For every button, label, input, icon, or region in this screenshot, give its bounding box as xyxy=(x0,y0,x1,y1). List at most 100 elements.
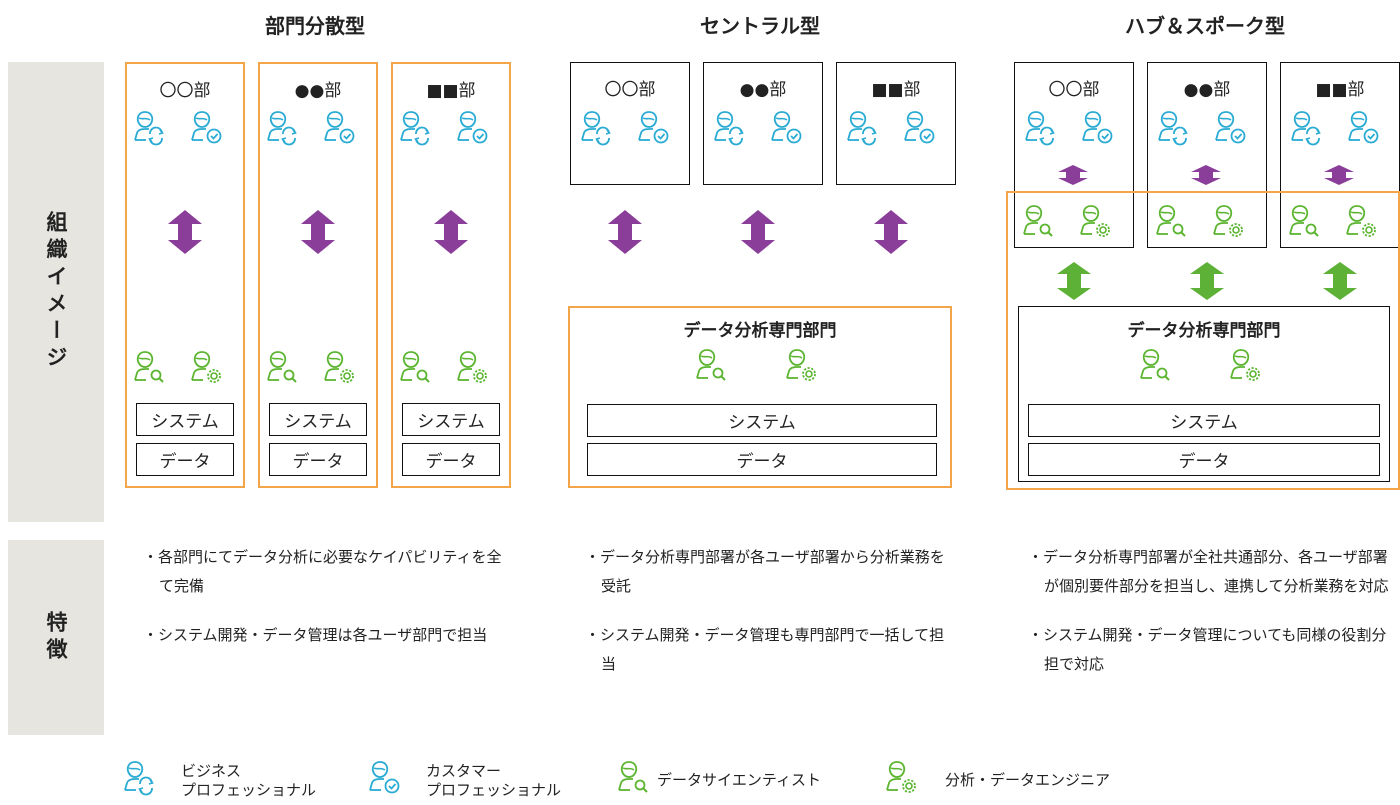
double-arrow-icon xyxy=(741,210,775,254)
data-engineer-icon xyxy=(1080,205,1110,237)
data-box: データ xyxy=(269,443,367,476)
feature-item: ・データ分析専門部署が全社共通部分、各ユーザ部署が個別要件部分を担当し、連携して… xyxy=(1028,548,1389,595)
green-double-arrow-icon xyxy=(1323,262,1357,300)
features-col-2: ・データ分析専門部署が各ユーザ部署から分析業務を受託 ・システム開発・データ管理… xyxy=(585,543,950,699)
system-box: システム xyxy=(136,403,234,436)
feature-item: ・各部門にてデータ分析に必要なケイパビリティを全て完備 xyxy=(143,548,502,595)
green-double-arrow-icon xyxy=(1057,262,1091,300)
analytics-dept-box xyxy=(568,306,952,488)
data-scientist-icon xyxy=(696,349,726,381)
data-scientist-icon xyxy=(1140,349,1170,381)
dept-box-3: ■■部 xyxy=(391,62,511,488)
dept-name: 〇〇部 xyxy=(1048,80,1100,100)
customer-pro-icon xyxy=(191,111,222,144)
dept-box-3: ■■部 xyxy=(836,62,956,185)
hub-outline xyxy=(1006,191,1400,490)
double-arrow-icon xyxy=(301,210,335,254)
data-engineer-icon xyxy=(1346,205,1376,237)
business-pro-icon xyxy=(1291,111,1321,146)
data-scientist-icon xyxy=(267,351,297,383)
data-engineer-icon xyxy=(786,349,816,381)
system-box: システム xyxy=(1028,404,1380,437)
side-label-features: 特徴 xyxy=(8,540,104,735)
dept-box-1: 〇〇部 xyxy=(125,62,245,488)
dept-name: ●●部 xyxy=(1183,80,1231,100)
dept-name: ■■部 xyxy=(426,81,476,101)
data-engineer-icon xyxy=(324,351,354,383)
customer-pro-icon xyxy=(457,111,488,144)
business-pro-icon xyxy=(1158,111,1188,146)
data-engineer-icon xyxy=(1230,349,1260,381)
dept-name: ●●部 xyxy=(739,80,787,100)
data-box: データ xyxy=(587,443,937,476)
data-box: データ xyxy=(402,443,500,476)
data-scientist-icon xyxy=(1156,205,1186,237)
business-pro-icon xyxy=(714,111,744,146)
dept-box-3: ■■部 xyxy=(1280,62,1400,248)
legend-data-scientist: データサイエンティスト xyxy=(617,758,821,803)
business-pro-icon xyxy=(400,111,430,146)
double-arrow-icon xyxy=(874,210,908,254)
double-arrow-icon xyxy=(168,210,202,254)
feature-item: ・システム開発・データ管理についても同様の役割分担で対応 xyxy=(1028,626,1387,673)
data-scientist-icon xyxy=(1289,205,1319,237)
legend-label: データサイエンティスト xyxy=(657,771,821,789)
system-box: システム xyxy=(402,403,500,436)
data-engineer-icon xyxy=(457,351,487,383)
dept-box-2: ●●部 xyxy=(1147,62,1267,248)
legend-label: 分析・データエンジニア xyxy=(945,771,1111,789)
customer-pro-icon xyxy=(771,111,802,144)
customer-pro-icon xyxy=(638,111,669,144)
legend-label: カスタマー xyxy=(426,761,502,780)
features-col-1: ・各部門にてデータ分析に必要なケイパビリティを全て完備 ・システム開発・データ管… xyxy=(143,543,508,670)
double-arrow-icon xyxy=(434,210,468,254)
customer-pro-icon xyxy=(1082,111,1113,144)
column-title-central: セントラル型 xyxy=(700,14,820,38)
dept-name: 〇〇部 xyxy=(159,81,211,101)
feature-item: ・システム開発・データ管理も専門部門で一括して担当 xyxy=(585,626,945,673)
business-pro-icon xyxy=(124,761,154,796)
customer-pro-icon xyxy=(1215,111,1246,144)
business-pro-icon xyxy=(134,111,164,146)
dept-name: ●●部 xyxy=(294,81,342,101)
small-double-arrow-icon xyxy=(1191,165,1221,185)
side-label-org-image: 組織イメージ xyxy=(8,62,104,522)
feature-item: ・データ分析専門部署が各ユーザ部署から分析業務を受託 xyxy=(585,548,945,595)
feature-item: ・システム開発・データ管理は各ユーザ部門で担当 xyxy=(143,626,488,644)
data-scientist-icon xyxy=(618,761,648,793)
legend-business-pro: ビジネス プロフェッショナル xyxy=(123,758,316,803)
dept-box-2: ●●部 xyxy=(258,62,378,488)
business-pro-icon xyxy=(267,111,297,146)
analytics-dept-title: データ分析専門部門 xyxy=(683,321,837,341)
column-title-hub-spoke: ハブ＆スポーク型 xyxy=(1125,14,1285,38)
analytics-dept-title: データ分析専門部門 xyxy=(1127,321,1281,341)
data-engineer-icon xyxy=(1213,205,1243,237)
legend-label: ビジネス xyxy=(181,761,242,780)
system-box: システム xyxy=(587,404,937,437)
data-box: データ xyxy=(1028,443,1380,476)
legend-label: プロフェッショナル xyxy=(426,780,562,799)
customer-pro-icon xyxy=(1348,111,1379,144)
double-arrow-icon xyxy=(608,210,642,254)
data-engineer-icon xyxy=(886,761,916,793)
data-scientist-icon xyxy=(400,351,430,383)
dept-box-2: ●●部 xyxy=(703,62,823,185)
business-pro-icon xyxy=(1025,111,1055,146)
business-pro-icon xyxy=(581,111,611,146)
small-double-arrow-icon xyxy=(1324,165,1354,185)
data-engineer-icon xyxy=(191,351,221,383)
customer-pro-icon xyxy=(904,111,935,144)
system-box: システム xyxy=(269,403,367,436)
data-box: データ xyxy=(136,443,234,476)
dept-box-1: 〇〇部 xyxy=(1014,62,1134,248)
legend-data-engineer: 分析・データエンジニア xyxy=(885,758,1110,803)
legend-label: プロフェッショナル xyxy=(181,780,317,799)
dept-box-1: 〇〇部 xyxy=(570,62,690,185)
small-double-arrow-icon xyxy=(1058,165,1088,185)
legend-customer-pro: カスタマー プロフェッショナル xyxy=(368,758,561,803)
business-pro-icon xyxy=(847,111,877,146)
customer-pro-icon xyxy=(369,761,400,794)
green-double-arrow-icon xyxy=(1190,262,1224,300)
features-col-3: ・データ分析専門部署が全社共通部分、各ユーザ部署が個別要件部分を担当し、連携して… xyxy=(1028,543,1393,699)
column-title-decentralized: 部門分散型 xyxy=(265,14,365,38)
